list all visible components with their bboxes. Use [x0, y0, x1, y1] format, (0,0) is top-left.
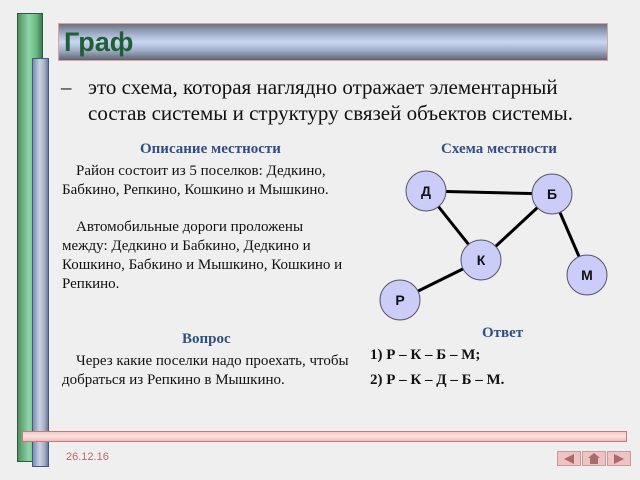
triangle-left-icon — [564, 453, 574, 464]
graph-node: Б — [531, 173, 573, 215]
graph-node: К — [460, 239, 502, 281]
footer-divider — [22, 431, 627, 442]
answer-line: 2) Р – К – Д – Б – М. — [370, 372, 505, 388]
home-button[interactable] — [582, 451, 606, 466]
graph-node: М — [566, 254, 608, 296]
answer-heading: Ответ — [482, 325, 524, 341]
graph-node-label: Р — [395, 292, 404, 308]
scheme-heading: Схема местности — [441, 141, 557, 157]
graph-node: Д — [405, 170, 447, 212]
description-paragraph: Район состоит из 5 поселков: Дедкино, Ба… — [62, 163, 329, 198]
graph-diagram: Д Б К М Р — [379, 170, 608, 321]
graph-node: Р — [379, 279, 421, 321]
triangle-right-icon — [614, 453, 624, 464]
graph-node-label: М — [581, 267, 593, 283]
slide-navigation — [557, 451, 632, 466]
graph-node-label: Д — [421, 183, 431, 199]
description-paragraph: Автомобильные дороги проложены между: Де… — [62, 219, 343, 292]
definition-bullet: – — [61, 75, 72, 99]
next-slide-button[interactable] — [607, 451, 631, 466]
graph-edge — [425, 189, 553, 196]
graph-node-label: К — [477, 252, 486, 268]
graph-nodes: Д Б К М Р — [379, 170, 608, 321]
decorative-blue-bar — [32, 58, 49, 467]
home-icon — [588, 453, 600, 464]
title-banner — [58, 23, 608, 61]
question-text: Через какие поселки надо проехать, чтобы… — [62, 353, 349, 388]
question-heading: Вопрос — [182, 331, 231, 347]
description-heading: Описание местности — [140, 141, 281, 157]
slide-date: 26.12.16 — [66, 451, 109, 463]
answer-line: 1) Р – К – Б – М; — [370, 347, 481, 363]
definition-text: это схема, которая наглядно отражает эле… — [88, 75, 573, 125]
prev-slide-button[interactable] — [557, 451, 581, 466]
slide-title: Граф — [64, 27, 134, 57]
graph-node-label: Б — [547, 186, 557, 202]
